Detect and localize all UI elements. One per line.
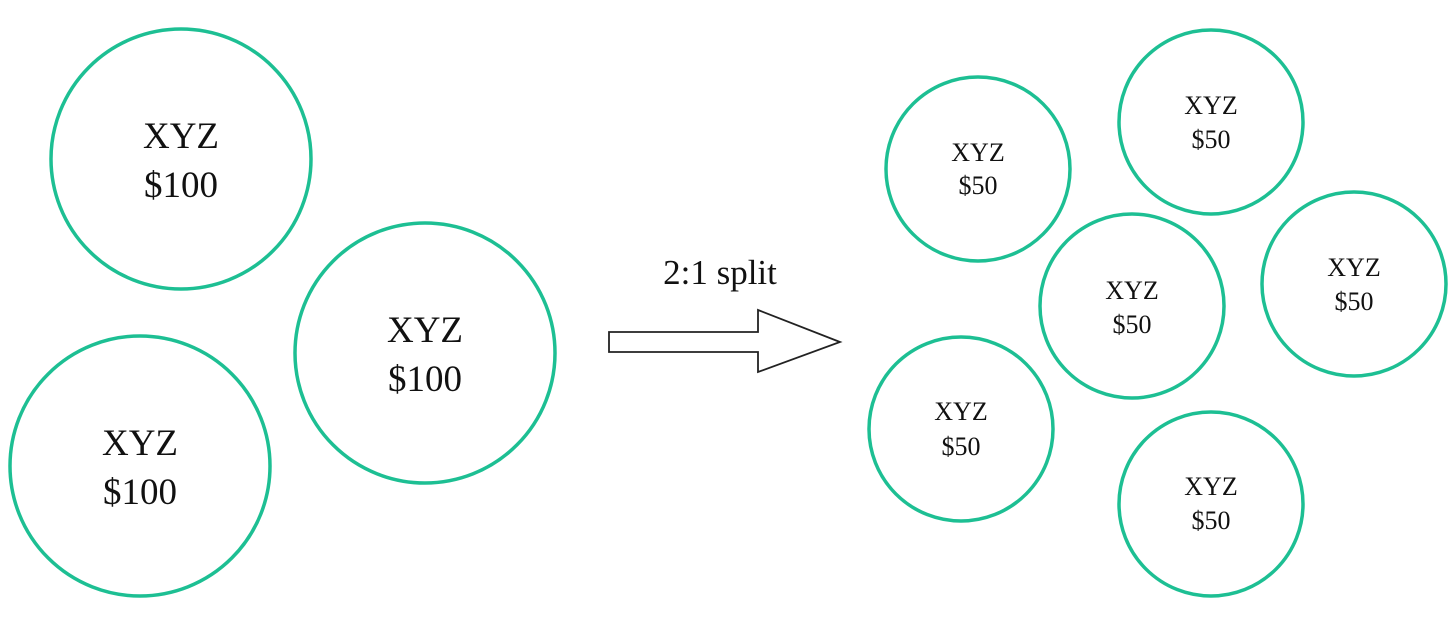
share-ticker: XYZ bbox=[102, 423, 178, 464]
after-share-5: XYZ $50 bbox=[867, 335, 1055, 523]
share-price: $100 bbox=[144, 165, 218, 206]
share-circle bbox=[1038, 212, 1226, 400]
share-price: $100 bbox=[388, 359, 462, 400]
share-price: $50 bbox=[1192, 506, 1231, 535]
share-ticker: XYZ bbox=[951, 138, 1004, 167]
before-share-1: XYZ $100 bbox=[49, 27, 313, 291]
after-share-6: XYZ $50 bbox=[1117, 410, 1305, 598]
share-ticker: XYZ bbox=[1184, 91, 1237, 120]
after-share-2: XYZ $50 bbox=[1117, 28, 1305, 216]
split-label: 2:1 split bbox=[663, 253, 777, 292]
share-ticker: XYZ bbox=[1327, 253, 1380, 282]
share-circle bbox=[1260, 190, 1448, 378]
share-circle bbox=[884, 75, 1072, 263]
after-share-3: XYZ $50 bbox=[1038, 212, 1226, 400]
share-circle bbox=[867, 335, 1055, 523]
before-share-3: XYZ $100 bbox=[8, 334, 272, 598]
share-price: $50 bbox=[942, 432, 981, 461]
share-price: $50 bbox=[1113, 310, 1152, 339]
share-price: $100 bbox=[103, 472, 177, 513]
after-share-1: XYZ $50 bbox=[884, 75, 1072, 263]
after-share-4: XYZ $50 bbox=[1260, 190, 1448, 378]
share-ticker: XYZ bbox=[387, 310, 463, 351]
share-circle bbox=[8, 334, 272, 598]
share-circle bbox=[1117, 410, 1305, 598]
share-price: $50 bbox=[1335, 287, 1374, 316]
share-price: $50 bbox=[959, 171, 998, 200]
share-ticker: XYZ bbox=[143, 116, 219, 157]
share-price: $50 bbox=[1192, 125, 1231, 154]
share-ticker: XYZ bbox=[1105, 276, 1158, 305]
right-arrow-icon bbox=[608, 308, 843, 374]
before-share-2: XYZ $100 bbox=[293, 221, 557, 485]
share-circle bbox=[49, 27, 313, 291]
share-circle bbox=[1117, 28, 1305, 216]
share-circle bbox=[293, 221, 557, 485]
share-ticker: XYZ bbox=[934, 397, 987, 426]
share-ticker: XYZ bbox=[1184, 472, 1237, 501]
